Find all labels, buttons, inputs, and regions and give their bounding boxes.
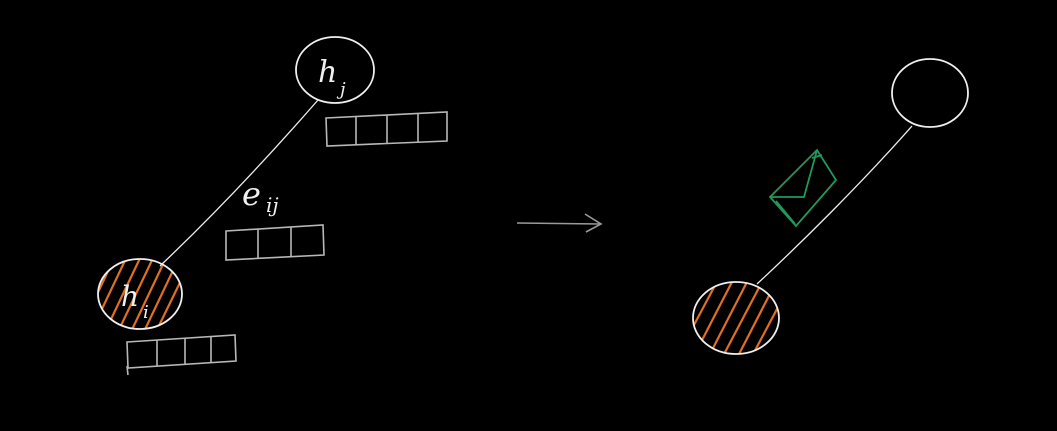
edge-ij-label: e ij xyxy=(242,175,279,217)
node-j-feature-vector xyxy=(325,111,448,147)
right-graph xyxy=(692,58,969,355)
node-i-feature-vector xyxy=(126,334,237,376)
edge-feature-vector xyxy=(225,224,325,261)
node-i-right xyxy=(692,281,780,355)
node-i-right-hatch xyxy=(693,282,779,354)
node-j-subscript: j xyxy=(336,79,346,100)
edge-label-main: e xyxy=(242,175,261,213)
edge-ij xyxy=(159,99,319,267)
node-j-circle xyxy=(295,36,375,104)
edge-label-subscript: ij xyxy=(266,193,279,217)
node-i-label: h xyxy=(121,280,139,313)
node-j: h j xyxy=(295,36,375,104)
node-j-circle-right xyxy=(891,58,969,128)
left-graph: h j h i e i xyxy=(97,36,448,376)
envelope-icon xyxy=(768,148,838,228)
node-i-subscript: i xyxy=(143,302,149,323)
node-i-circle-right xyxy=(692,281,780,355)
node-i-circle xyxy=(97,258,183,330)
node-j-label: h xyxy=(318,55,337,90)
edge-right xyxy=(756,125,913,285)
right-arrow-icon xyxy=(516,213,603,233)
node-i: h i xyxy=(97,258,183,330)
